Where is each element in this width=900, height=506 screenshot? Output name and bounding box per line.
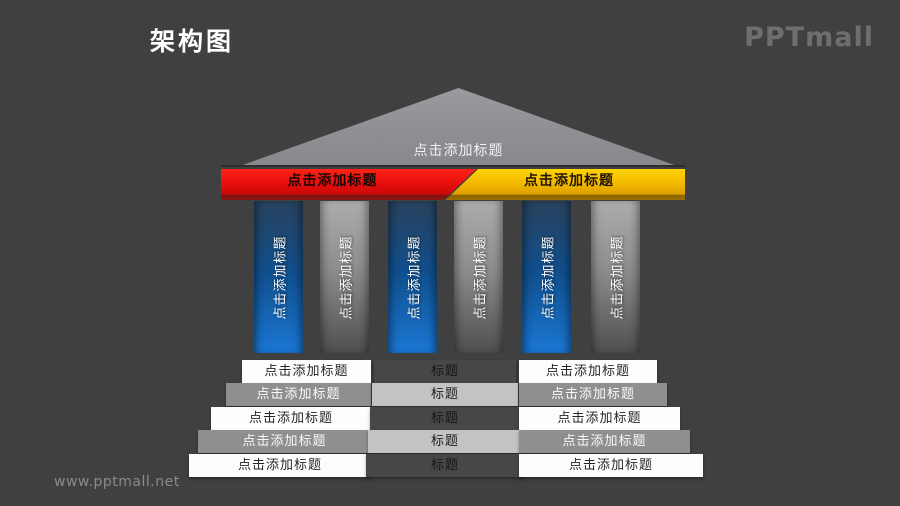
step-right-bar: 点击添加标题 [519,407,680,430]
beam-right-segment [445,169,685,200]
step-center-bar: 标题 [366,454,524,477]
pillar-4: 点击添加标题 [454,201,503,353]
pillar-label: 点击添加标题 [407,234,423,320]
step-left-bar: 点击添加标题 [189,454,371,477]
step-center-bar: 标题 [374,360,516,383]
beam-right-label: 点击添加标题 [523,173,614,189]
pillar-label: 点击添加标题 [273,234,289,320]
roof-pediment: 点击添加标题 [237,88,680,167]
pillar-label: 点击添加标题 [473,234,489,320]
step-right-bar: 点击添加标题 [519,383,667,406]
beam-left-segment [221,169,477,200]
pillar-6: 点击添加标题 [591,201,640,353]
step-left-bar: 点击添加标题 [198,430,371,453]
step-right-bar: 点击添加标题 [519,360,657,383]
step-left-bar: 点击添加标题 [242,360,371,383]
watermark-url: www.pptmall.net [54,474,180,490]
roof-label: 点击添加标题 [413,143,504,159]
pillar-1: 点击添加标题 [254,201,303,353]
step-center-bar: 标题 [368,430,522,453]
pillar-label: 点击添加标题 [610,234,626,320]
pillar-3: 点击添加标题 [388,201,437,353]
pillar-label: 点击添加标题 [339,234,355,320]
step-left-bar: 点击添加标题 [226,383,371,406]
step-left-bar: 点击添加标题 [211,407,371,430]
brand-logo: PPTmall [744,22,874,53]
pillar-5: 点击添加标题 [522,201,571,353]
step-center-bar: 标题 [372,383,518,406]
step-right-bar: 点击添加标题 [519,430,690,453]
beam-left-label: 点击添加标题 [287,173,378,189]
pillar-2: 点击添加标题 [320,201,369,353]
step-center-bar: 标题 [370,407,520,430]
beam: 点击添加标题 点击添加标题 [221,165,685,200]
step-right-bar: 点击添加标题 [519,454,703,477]
page-title: 架构图 [150,27,235,56]
pillar-label: 点击添加标题 [541,234,557,320]
